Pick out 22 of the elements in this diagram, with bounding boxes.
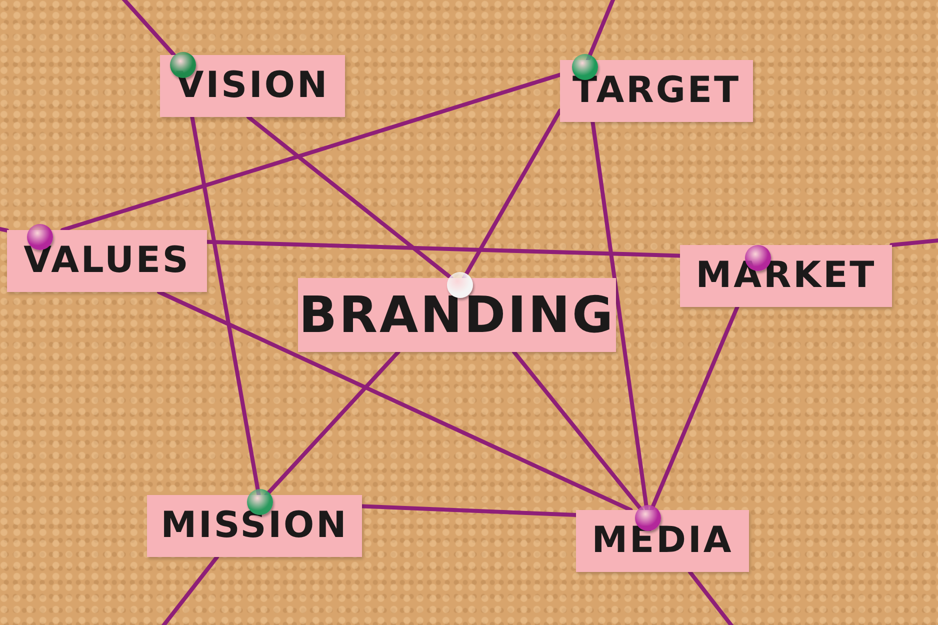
sticky-note: [576, 510, 749, 572]
string: [205, 240, 682, 258]
note-text: VALUES: [24, 243, 190, 279]
string: [360, 504, 578, 518]
note-text: VISION: [176, 68, 330, 104]
note-text: BRANDING: [298, 290, 616, 340]
string: [60, 72, 562, 232]
sticky-note: [147, 495, 362, 557]
sticky-note: [560, 60, 753, 122]
sticky-note: [298, 278, 616, 352]
sticky-note: [7, 230, 207, 292]
string: [512, 350, 644, 512]
string: [0, 226, 9, 232]
note-text: TARGET: [572, 73, 741, 109]
note-text: MEDIA: [592, 523, 734, 559]
note-text: MARKET: [696, 258, 876, 294]
string: [890, 238, 938, 247]
note-text: MISSION: [160, 508, 348, 544]
sticky-note: [680, 245, 892, 307]
sticky-note: [160, 55, 345, 117]
string: [157, 290, 633, 512]
string: [246, 115, 454, 280]
